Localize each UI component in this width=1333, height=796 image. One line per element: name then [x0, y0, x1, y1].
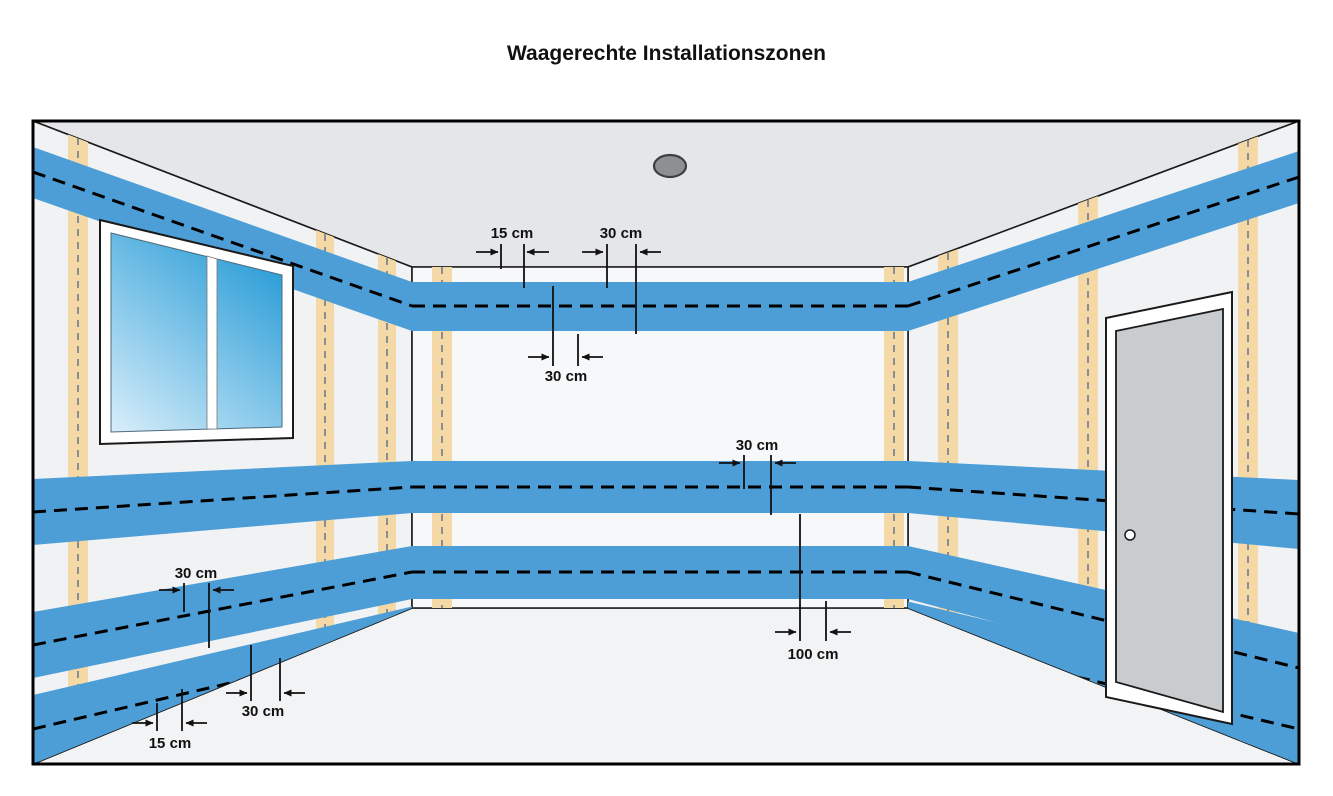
- dim-lower-zone-width-front: 30 cm: [226, 645, 305, 720]
- door-handle: [1124, 529, 1136, 541]
- lower-zone-band-back: [412, 546, 908, 599]
- dim-middle-zone-width: 30 cm: [719, 437, 796, 515]
- middle-zone-band-left: [33, 461, 412, 545]
- dim-upper-zone-width-bottom: 30 cm: [528, 286, 603, 385]
- lower-front-zone-band-right: [908, 598, 1299, 764]
- vertical-strip: [378, 254, 396, 622]
- dim-label: 30 cm: [175, 565, 218, 582]
- dim-ceiling-offset: 15 cm: [476, 225, 549, 288]
- dim-upper-zone-width-top: 30 cm: [582, 225, 661, 334]
- zone-center-dash: [908, 570, 1299, 670]
- middle-zone-band-back: [412, 461, 908, 513]
- lower-zone-band-left: [33, 546, 412, 678]
- dim-label: 100 cm: [788, 646, 839, 663]
- vertical-zone-strips: [68, 134, 1258, 749]
- zone-center-dash: [908, 485, 1299, 516]
- diagram-title: Waagerechte Installationszonen: [507, 42, 826, 65]
- dim-lower-zone-width-wall: 30 cm: [159, 565, 234, 648]
- zone-bands-back-wall: [412, 282, 908, 599]
- dim-label: 15 cm: [149, 735, 192, 752]
- zone-center-dash: [33, 570, 412, 647]
- upper-zone-band-back: [412, 282, 908, 331]
- dim-label: 30 cm: [545, 368, 588, 385]
- dim-lower-zone-floor-offset: 15 cm: [132, 689, 207, 752]
- door-leaf: [1115, 307, 1224, 714]
- ceiling-lamp: [652, 153, 688, 179]
- vertical-strip: [316, 230, 334, 648]
- window-mullion: [206, 255, 218, 430]
- zone-center-dash: [908, 175, 1299, 308]
- upper-zone-band-right: [908, 151, 1299, 331]
- dim-label: 30 cm: [242, 703, 285, 720]
- dim-label: 30 cm: [600, 225, 643, 242]
- dim-label: 30 cm: [736, 437, 779, 454]
- diagram-border: [31, 119, 1301, 766]
- zone-center-dash: [33, 170, 412, 308]
- zone-center-dash: [33, 485, 412, 514]
- window-glass: [110, 232, 283, 433]
- dim-middle-zone-floor-distance: 100 cm: [775, 514, 851, 663]
- door: [1105, 290, 1233, 726]
- vertical-strips-right-wall: [938, 136, 1258, 747]
- window: [99, 218, 294, 446]
- dim-label: 15 cm: [491, 225, 534, 242]
